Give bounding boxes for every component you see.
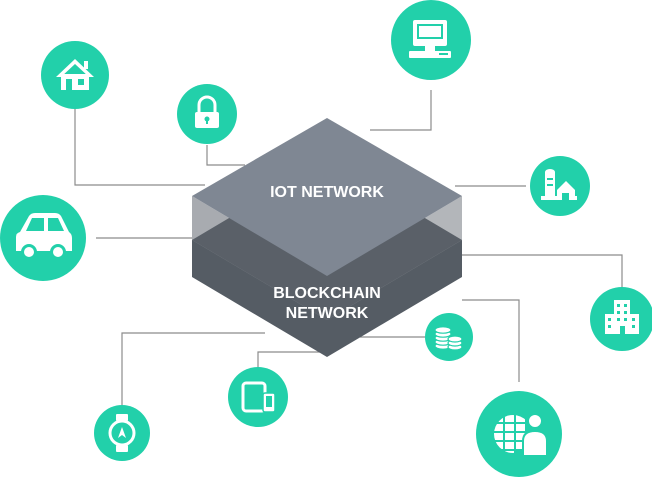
connector-house bbox=[74, 108, 205, 186]
tablet-phone-icon bbox=[241, 381, 276, 413]
connector-watch bbox=[121, 332, 265, 405]
coins-stack-icon bbox=[434, 326, 463, 351]
device-node-office bbox=[590, 287, 652, 351]
device-node-house bbox=[41, 41, 109, 109]
lock-icon bbox=[195, 95, 219, 128]
device-node-watch bbox=[94, 405, 150, 461]
connector-computer bbox=[370, 90, 432, 131]
connector-tablet bbox=[257, 351, 320, 367]
device-node-car bbox=[0, 195, 86, 281]
connector-globe bbox=[462, 299, 520, 382]
iot-layer-top bbox=[192, 118, 462, 276]
device-node-factory bbox=[530, 156, 590, 216]
network-stack: IOT NETWORK BLOCKCHAIN NETWORK bbox=[192, 118, 462, 357]
iot-network-label: IOT NETWORK bbox=[270, 184, 384, 201]
smartwatch-icon bbox=[108, 414, 136, 452]
office-building-icon bbox=[605, 300, 639, 334]
device-node-computer bbox=[391, 0, 471, 80]
connector-lock bbox=[206, 145, 245, 166]
factory-icon bbox=[541, 169, 577, 200]
device-node-coins bbox=[425, 313, 473, 361]
globe-person-icon bbox=[494, 413, 548, 457]
connectors bbox=[74, 90, 623, 405]
car-icon bbox=[16, 213, 72, 260]
device-node-lock bbox=[177, 84, 237, 144]
desktop-computer-icon bbox=[409, 20, 451, 58]
house-icon bbox=[56, 59, 94, 90]
connector-office bbox=[462, 254, 623, 290]
blockchain-network-label-line1: BLOCKCHAIN bbox=[273, 285, 381, 302]
device-node-globe-person bbox=[476, 391, 562, 477]
device-node-tablet-phone bbox=[228, 367, 288, 427]
blockchain-network-label-line2: NETWORK bbox=[286, 305, 369, 322]
